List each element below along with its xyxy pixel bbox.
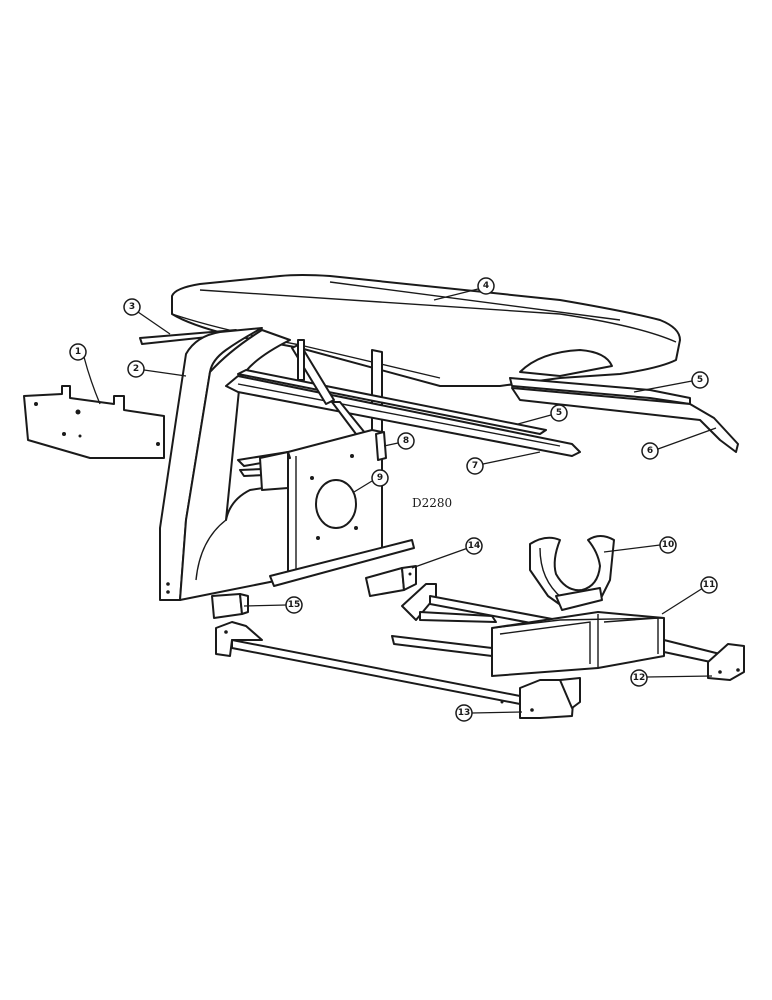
svg-text:15: 15 [288, 600, 301, 610]
callout-5-right: 5 [691, 371, 709, 389]
svg-text:6: 6 [647, 446, 653, 456]
callout-5-middle: 5 [550, 404, 568, 422]
svg-text:7: 7 [472, 461, 478, 471]
svg-text:8: 8 [403, 436, 409, 446]
callout-12: 12 [630, 669, 648, 687]
callout-14: 14 [465, 537, 483, 555]
svg-text:2: 2 [133, 364, 139, 374]
svg-text:4: 4 [483, 281, 489, 291]
part-7-cross-bar [225, 375, 581, 457]
part-1-shield [23, 385, 165, 460]
part-8-bracket [375, 431, 387, 461]
svg-text:12: 12 [633, 673, 646, 683]
drawing-number: D2280 [412, 496, 452, 510]
svg-text:1: 1 [75, 347, 81, 357]
callout-7: 7 [466, 457, 484, 475]
part-10-saddle [529, 535, 615, 611]
callout-6: 6 [641, 442, 659, 460]
callout-11: 11 [700, 576, 718, 594]
leader-lines [83, 288, 717, 714]
callout-15: 15 [285, 596, 303, 614]
part-15-bracket [211, 593, 249, 619]
part-6-rear-bracket [511, 387, 739, 453]
callout-10: 10 [659, 536, 677, 554]
callout-8: 8 [397, 432, 415, 450]
callout-13: 13 [455, 704, 473, 722]
callout-1: 1 [69, 343, 87, 361]
part-11-frame [391, 583, 721, 677]
svg-text:3: 3 [129, 302, 135, 312]
svg-text:5: 5 [697, 375, 703, 385]
bulkhead-base-angle [269, 539, 415, 587]
svg-text:14: 14 [468, 541, 481, 551]
part-2-side-panel [159, 327, 291, 601]
callout-4: 4 [477, 277, 495, 295]
svg-text:13: 13 [458, 708, 471, 718]
callout-2: 2 [127, 360, 145, 378]
svg-text:5: 5 [556, 408, 562, 418]
svg-text:9: 9 [377, 473, 383, 483]
callout-3: 3 [123, 298, 141, 316]
svg-text:10: 10 [662, 540, 675, 550]
part-12-end-bracket [707, 643, 745, 681]
part-13-lower-frame [215, 621, 581, 719]
callout-9: 9 [371, 469, 389, 487]
part-4-hood-panel [171, 274, 681, 387]
svg-text:11: 11 [703, 580, 716, 590]
part-14-bracket [365, 565, 417, 597]
